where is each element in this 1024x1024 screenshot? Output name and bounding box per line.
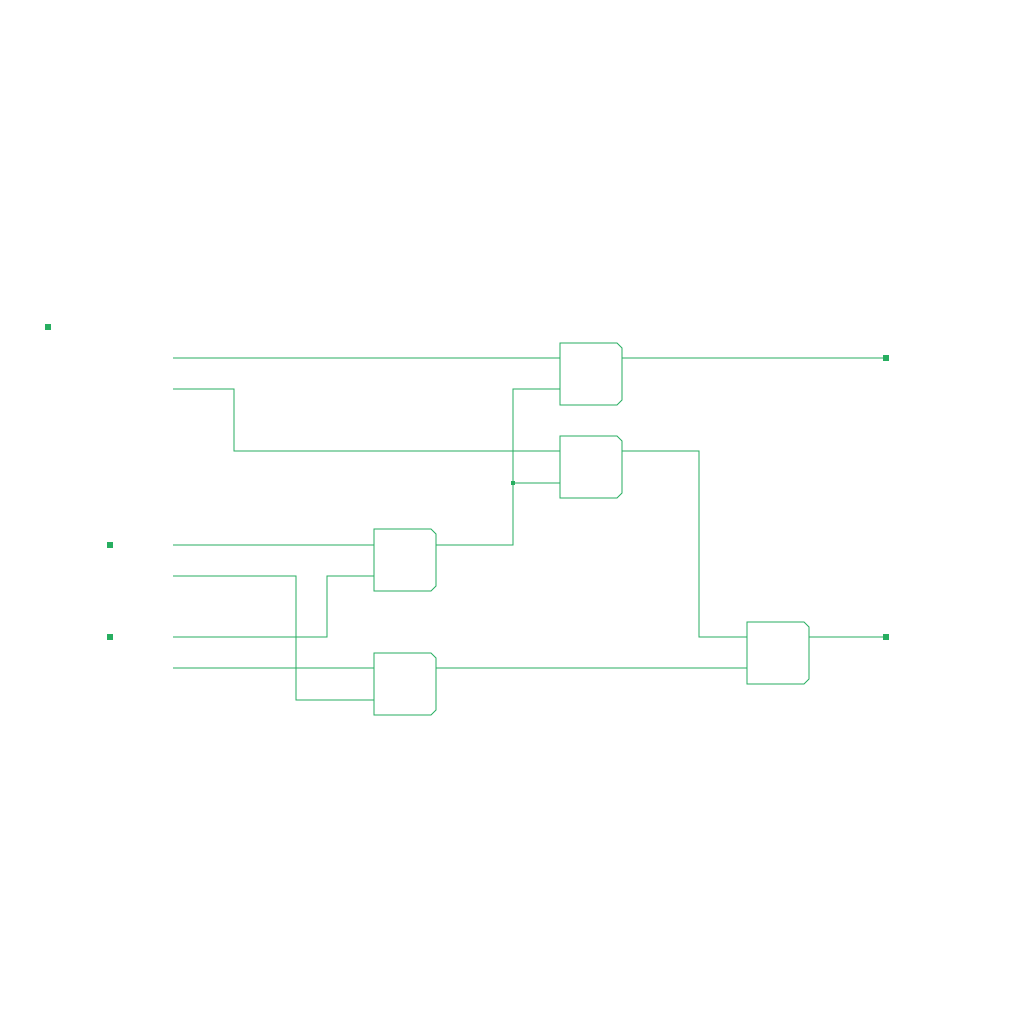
input-pin-middle[interactable] xyxy=(107,542,113,548)
and-gate-1[interactable] xyxy=(559,342,623,406)
input-pin-lower[interactable] xyxy=(107,634,113,640)
gates xyxy=(373,342,810,716)
wire-gate-2-gate-5 xyxy=(622,450,747,638)
and-gate-4[interactable] xyxy=(373,652,437,716)
wire-input-5-gate-3 xyxy=(173,575,374,638)
output-pin-2[interactable] xyxy=(883,634,889,640)
wire-gate-3-gate-1 xyxy=(436,388,560,546)
wire-junction-dot xyxy=(511,481,515,485)
wires xyxy=(173,357,886,701)
wire-input-2-gate-2 xyxy=(173,388,560,452)
output-pin-1[interactable] xyxy=(883,355,889,361)
and-gate-2[interactable] xyxy=(559,435,623,499)
wire-input-4-gate-4 xyxy=(173,575,374,701)
markers xyxy=(45,324,889,640)
and-gate-3[interactable] xyxy=(373,528,437,592)
and-gate-5[interactable] xyxy=(746,621,810,685)
input-pin-top-left[interactable] xyxy=(45,324,51,330)
